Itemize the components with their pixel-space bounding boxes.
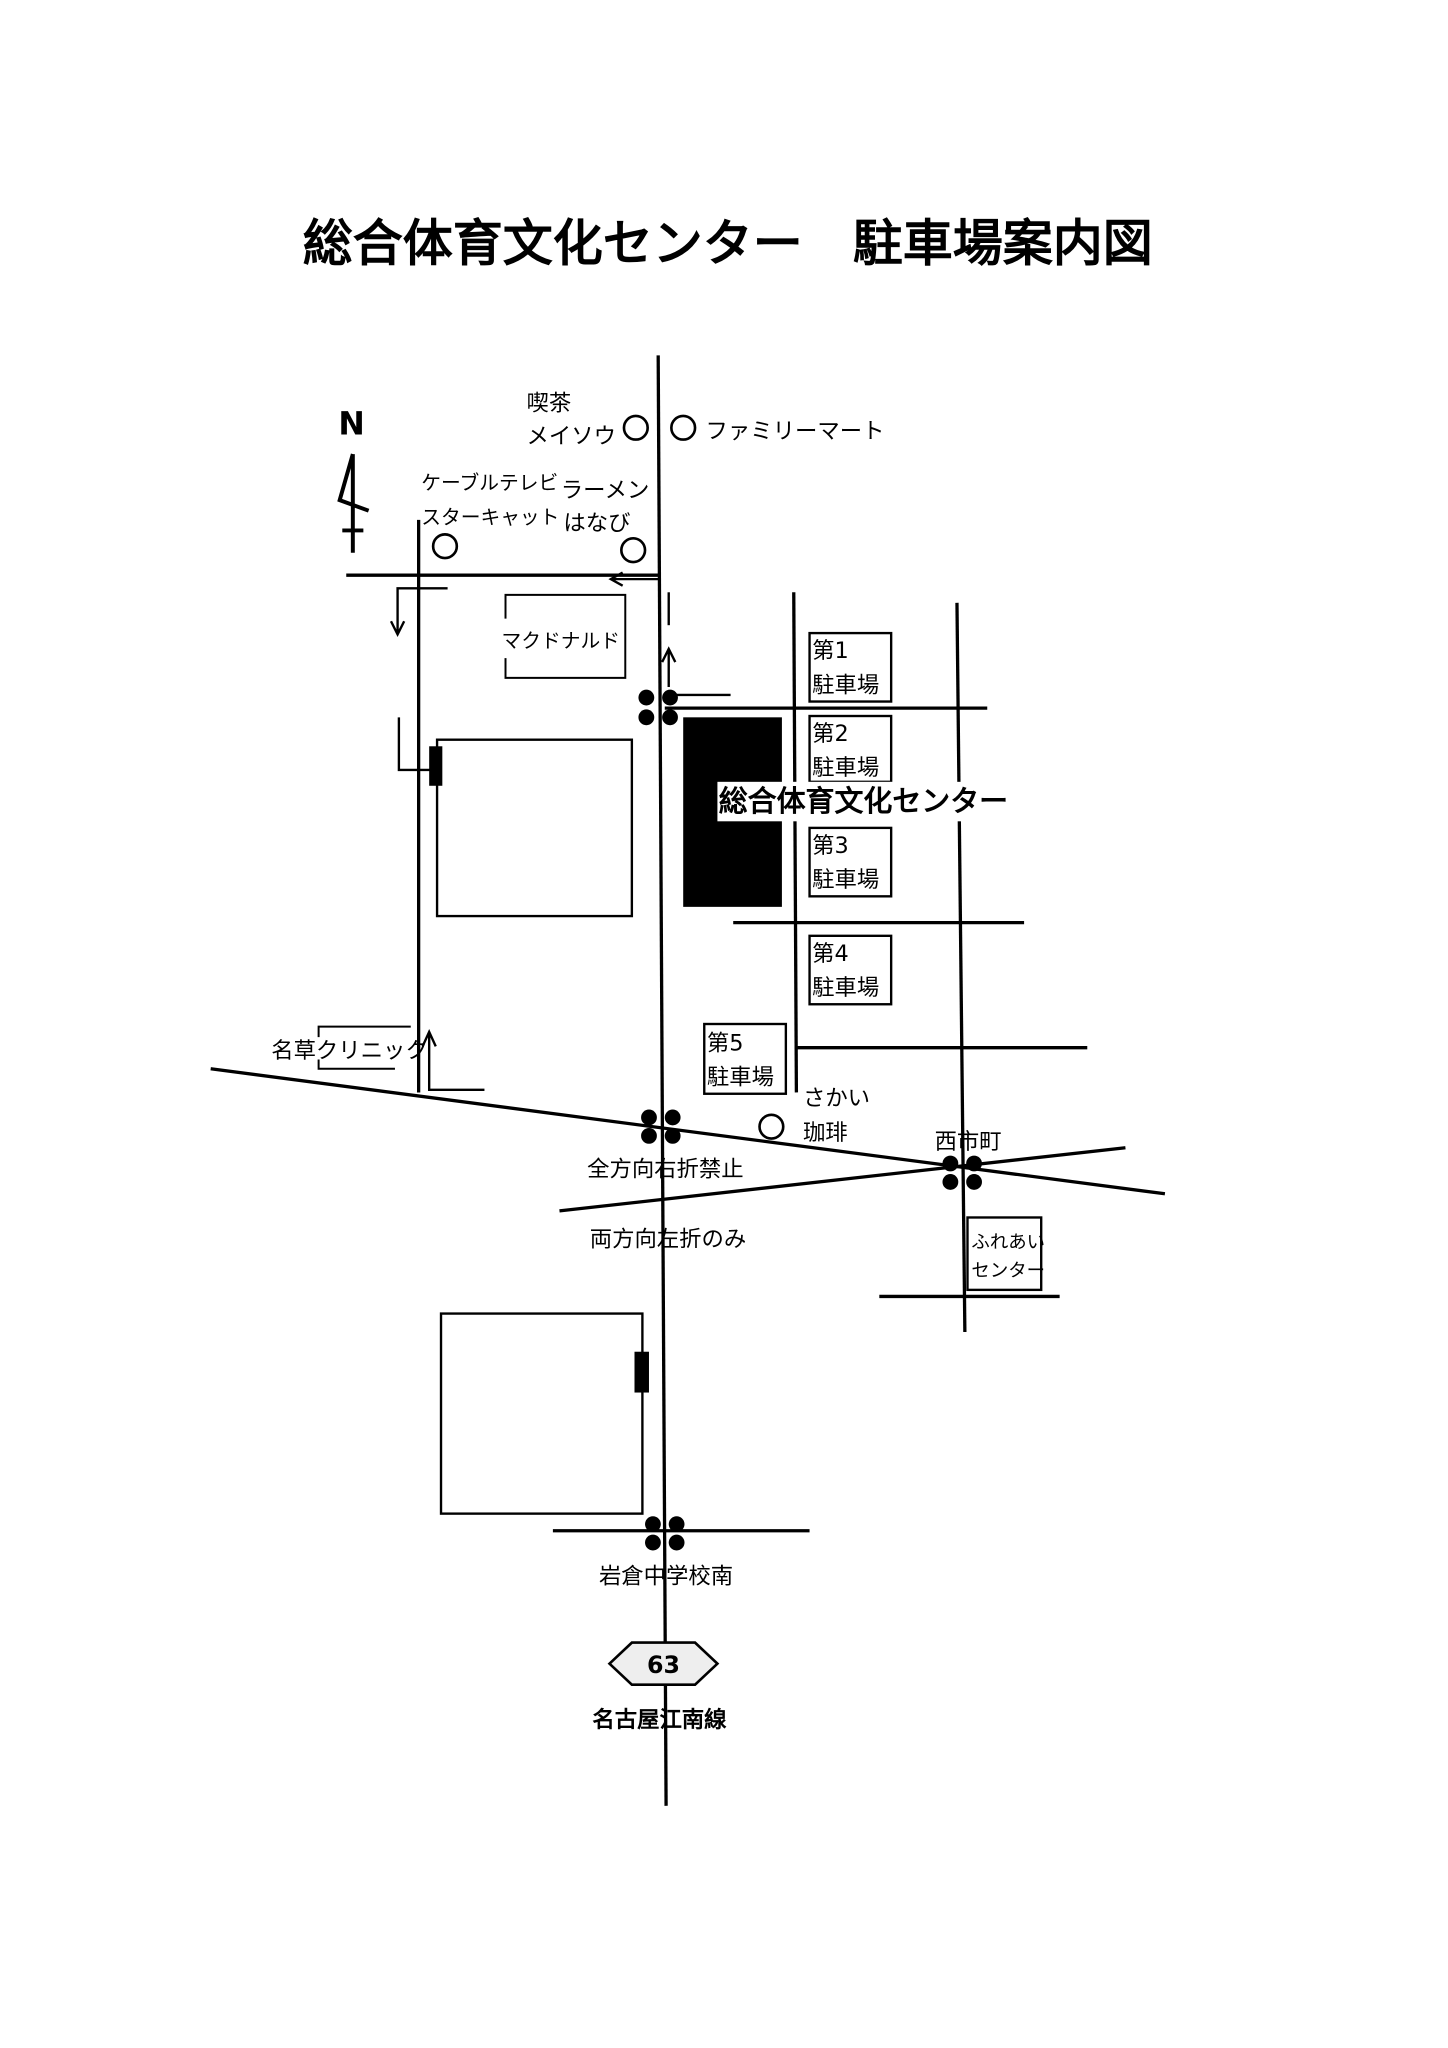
building-block xyxy=(439,1312,644,1515)
parking-lot-5: 第5 駐車場 xyxy=(703,1022,788,1095)
building-block xyxy=(435,738,634,918)
landmark-markers xyxy=(431,414,785,1140)
fureai-center-box xyxy=(966,1216,1043,1292)
center-label: 総合体育文化センター xyxy=(719,784,1008,818)
svg-text:第5: 第5 xyxy=(707,1030,744,1056)
parking-lot-3: 第3 駐車場 xyxy=(808,826,893,898)
label-left-only: 両方向左折のみ xyxy=(590,1226,747,1252)
label-kissa: 喫茶 xyxy=(527,391,572,417)
label-sakai: さかい xyxy=(803,1086,870,1112)
svg-text:駐車場: 駐車場 xyxy=(812,755,879,781)
traffic-signal-icon xyxy=(638,689,982,1551)
parking-lot-1: 第1 駐車場 xyxy=(808,631,893,703)
north-arrow-icon: N xyxy=(337,406,370,553)
label-familymart: ファミリーマート xyxy=(706,418,885,444)
svg-text:駐車場: 駐車場 xyxy=(812,672,879,698)
svg-text:N: N xyxy=(338,406,364,442)
svg-text:第4: 第4 xyxy=(812,941,849,967)
entrance-marker xyxy=(429,746,443,786)
label-mcdonalds: マクドナルド xyxy=(502,630,620,653)
label-iwakura: 岩倉中学校南 xyxy=(599,1563,733,1589)
direction-arrows xyxy=(389,571,731,1091)
map-title: 総合体育文化センター 駐車場案内図 xyxy=(303,215,1153,273)
svg-text:駐車場: 駐車場 xyxy=(812,867,879,893)
roads xyxy=(210,355,1166,1806)
svg-text:第2: 第2 xyxy=(812,721,849,747)
label-route-name: 名古屋江南線 xyxy=(592,1706,727,1733)
svg-text:第3: 第3 xyxy=(812,833,849,859)
svg-text:駐車場: 駐車場 xyxy=(707,1065,774,1091)
label-cable: ケーブルテレビ xyxy=(421,472,558,495)
entrance-marker xyxy=(634,1351,649,1393)
parking-lot-4: 第4 駐車場 xyxy=(808,934,893,1006)
svg-text:駐車場: 駐車場 xyxy=(812,975,879,1001)
label-coffee: 珈琲 xyxy=(803,1120,848,1146)
label-meisou: メイソウ xyxy=(527,424,616,450)
label-no-right-turn: 全方向右折禁止 xyxy=(587,1157,744,1183)
label-clinic: 名草クリニック xyxy=(271,1038,428,1064)
label-starcat: スターキャット xyxy=(421,506,559,529)
label-nishiichimachi: 西市町 xyxy=(935,1129,1002,1155)
svg-text:第1: 第1 xyxy=(812,638,849,664)
mcdonalds-outline xyxy=(504,593,627,679)
label-fureai-center: センター xyxy=(971,1261,1045,1282)
svg-text:63: 63 xyxy=(647,1651,680,1679)
clinic-outline xyxy=(317,1025,411,1070)
label-ramen: ラーメン xyxy=(561,478,650,504)
parking-lot-2: 第2 駐車場 xyxy=(808,714,893,784)
label-fureai: ふれあい xyxy=(971,1232,1045,1253)
route-63-sign: 63 xyxy=(607,1641,720,1687)
label-hanabi: はなび xyxy=(563,510,630,536)
center-label-bg xyxy=(717,781,1047,822)
